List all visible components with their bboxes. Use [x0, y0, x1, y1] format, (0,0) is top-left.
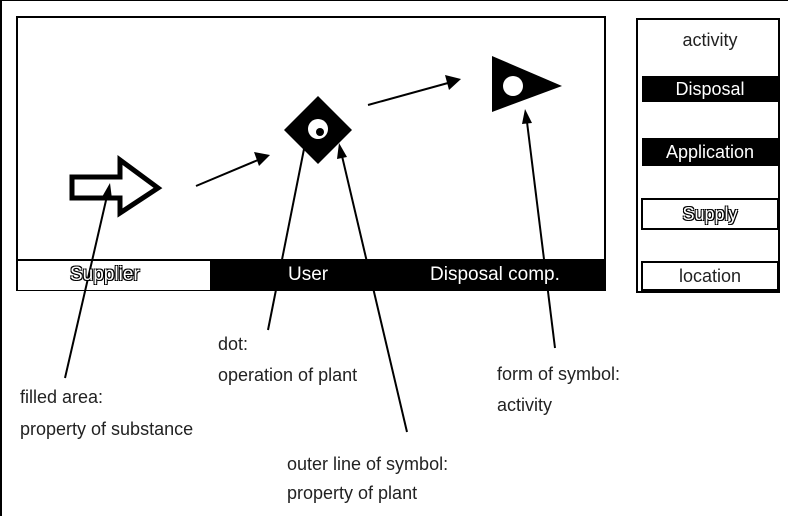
annotation-outer-title: outer line of symbol: [287, 454, 449, 474]
lane-bar-supplier-bg [18, 260, 210, 290]
lane-label-disposal: Disposal comp. [430, 264, 560, 285]
legend-location-heading: location [678, 266, 742, 286]
annotation-dot-desc: operation of plant [218, 365, 358, 385]
lane-bar-user-bg [210, 260, 604, 290]
triangle-dot-icon [503, 76, 523, 96]
annotation-filled-desc: property of substance [20, 419, 194, 439]
annotation-dot-title: dot: [218, 334, 249, 354]
leader-dot [267, 131, 310, 331]
diamond-dot-core-icon [316, 128, 324, 136]
legend-supply-box [641, 198, 779, 230]
legend-item-application: Application [665, 142, 755, 162]
legend-item-disposal: Disposal [675, 79, 745, 99]
annotation-filled-title: filled area: [20, 387, 104, 407]
annotation-form-desc: activity [497, 395, 553, 415]
legend-location-box [641, 261, 779, 291]
lane-label-user: User [288, 264, 329, 285]
lane-label-supplier: Supplier [70, 264, 140, 285]
legend-activity-heading: activity [682, 30, 738, 50]
flow-arrow-1 [195, 152, 270, 187]
triangle-icon [492, 56, 562, 112]
annotation-outer-desc: property of plant [287, 483, 418, 503]
leader-filled-area [64, 183, 112, 379]
leader-form-symbol [522, 109, 556, 349]
annotation-form-title: form of symbol: [497, 364, 621, 384]
legend-application-bg [642, 138, 778, 166]
hollow-arrow-icon [69, 155, 163, 218]
legend-disposal-bg [642, 76, 778, 102]
leader-outer-line [337, 143, 408, 433]
flow-arrow-2 [367, 75, 461, 106]
legend-item-supply: Supply [682, 204, 738, 224]
